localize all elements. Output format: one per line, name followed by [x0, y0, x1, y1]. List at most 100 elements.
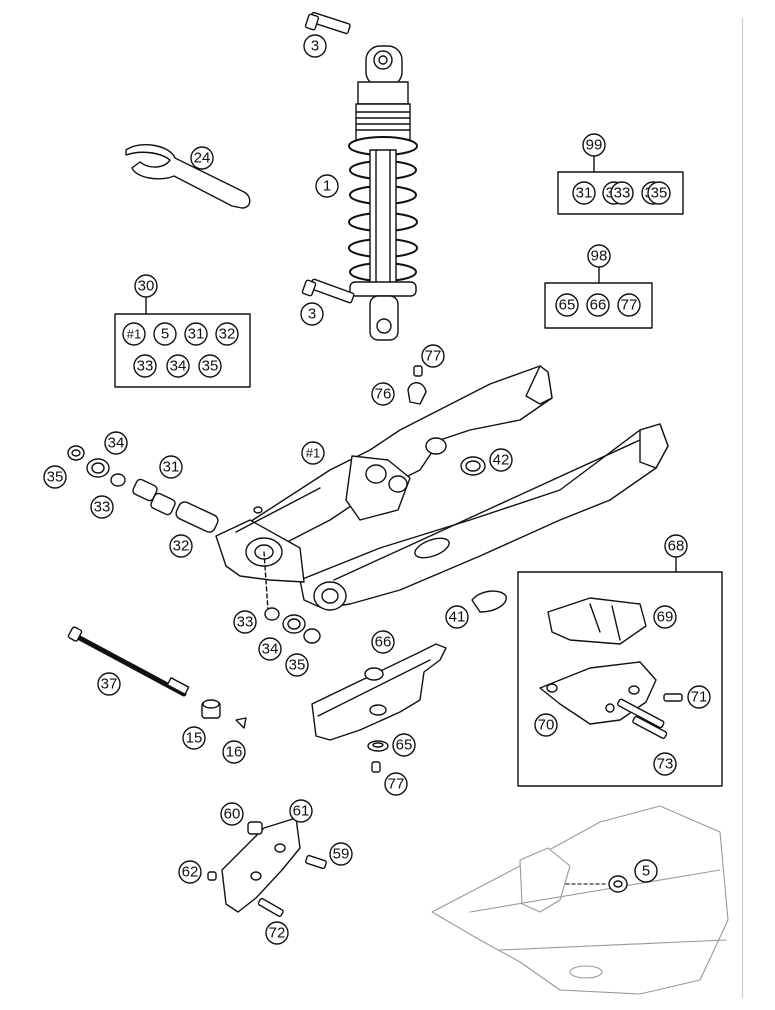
svg-text:#1: #1 — [127, 327, 141, 342]
svg-text:65: 65 — [559, 297, 576, 314]
callout-77-top: 77 — [421, 344, 445, 368]
callout-24: 24 — [190, 146, 214, 170]
svg-text:15: 15 — [186, 730, 203, 747]
svg-text:5: 5 — [642, 863, 650, 880]
pivot-washers-left — [67, 445, 126, 487]
svg-text:34: 34 — [108, 435, 125, 452]
callout-98: 98 — [587, 244, 611, 268]
page-edge-line — [742, 18, 743, 998]
callout-1: 1 — [315, 174, 339, 198]
svg-text:35: 35 — [47, 469, 64, 486]
chain-slider — [311, 643, 447, 741]
callout-37: 37 — [97, 672, 121, 696]
callout-33-lower: 33 — [233, 610, 257, 634]
swingarm — [215, 365, 669, 611]
callout-65: 65 — [392, 733, 416, 757]
callout-31: 31 — [159, 455, 183, 479]
callout-15: 15 — [182, 726, 206, 750]
callout-62: 62 — [178, 860, 202, 884]
pivot-sleeve — [175, 501, 219, 533]
bolt-59 — [305, 854, 327, 870]
clamp-76 — [407, 382, 427, 405]
callout-42: 42 — [489, 448, 513, 472]
callout-3-top: 3 — [303, 34, 327, 58]
svg-text:3: 3 — [311, 38, 319, 55]
callout-68: 68 — [664, 534, 688, 558]
kit-99-item-35-label: 35 — [651, 185, 668, 202]
svg-text:73: 73 — [657, 756, 674, 773]
chain-guard-plate — [221, 817, 301, 913]
hook-spanner — [125, 144, 251, 209]
svg-text:41: 41 — [449, 609, 466, 626]
svg-text:66: 66 — [590, 297, 607, 314]
callout-35-left: 35 — [43, 465, 67, 489]
svg-text:98: 98 — [591, 248, 608, 265]
bolt-71 — [663, 693, 683, 702]
pivot-washers-lower — [264, 607, 321, 644]
svg-text:59: 59 — [333, 846, 350, 863]
callout-41: 41 — [445, 605, 469, 629]
bolt-73 — [617, 698, 668, 739]
callout-5: 5 — [634, 859, 658, 883]
svg-text:62: 62 — [182, 864, 199, 881]
kit-30-box — [114, 313, 251, 388]
chain-guide-block — [547, 597, 647, 645]
svg-text:31: 31 — [576, 185, 593, 202]
svg-text:30: 30 — [138, 278, 155, 295]
svg-text:65: 65 — [396, 737, 413, 754]
callout-73: 73 — [653, 752, 677, 776]
shock-absorber — [348, 45, 418, 341]
callout-72: 72 — [265, 921, 289, 945]
svg-text:69: 69 — [657, 609, 674, 626]
kit-99-item-35-bubble — [647, 181, 671, 205]
svg-text:32: 32 — [173, 538, 190, 555]
svg-text:77: 77 — [425, 348, 442, 365]
bolt-72 — [257, 897, 284, 917]
callout-71: 71 — [687, 685, 711, 709]
svg-text:99: 99 — [586, 137, 603, 154]
svg-text:77: 77 — [621, 297, 638, 314]
svg-text:31: 31 — [163, 459, 180, 476]
callout-16: 16 — [222, 740, 246, 764]
svg-text:66: 66 — [375, 634, 392, 651]
callout-77-bottom: 77 — [384, 772, 408, 796]
svg-text:76: 76 — [375, 386, 392, 403]
svg-text:33: 33 — [94, 499, 111, 516]
pivot-centerline — [263, 551, 269, 611]
svg-text:72: 72 — [269, 925, 286, 942]
svg-text:60: 60 — [224, 806, 241, 823]
svg-text:42: 42 — [493, 452, 510, 469]
kit-99-item-3: 33 — [610, 181, 634, 205]
cap-16 — [235, 717, 247, 729]
svg-text:33: 33 — [137, 358, 154, 375]
chain-slider-guard — [471, 590, 507, 613]
callout-60: 60 — [220, 802, 244, 826]
screw-77-bottom — [371, 761, 381, 773]
callout-99: 99 — [582, 133, 606, 157]
svg-text:5: 5 — [161, 326, 169, 343]
callout-76: 76 — [371, 382, 395, 406]
callout-30: 30 — [134, 274, 158, 298]
bushing-42 — [460, 456, 486, 476]
kit-30-items: #1 5 31 32 33 34 35 — [122, 322, 239, 378]
svg-text:71: 71 — [691, 689, 708, 706]
callout-59: 59 — [329, 842, 353, 866]
callout-33-left: 33 — [90, 495, 114, 519]
svg-text:35: 35 — [202, 358, 219, 375]
callout-69: 69 — [653, 605, 677, 629]
svg-text:34: 34 — [262, 641, 279, 658]
callout-34-top: 34 — [104, 431, 128, 455]
svg-text:3: 3 — [308, 306, 316, 323]
svg-text:77: 77 — [388, 776, 405, 793]
kit-98-items: 65 66 77 — [555, 293, 641, 317]
callout-hash1: #1 — [301, 441, 325, 465]
svg-text:33: 33 — [237, 614, 254, 631]
shock-top-bolt — [304, 11, 351, 35]
callout-61: 61 — [289, 799, 313, 823]
svg-text:16: 16 — [226, 744, 243, 761]
shock-bottom-bolt — [301, 278, 355, 304]
svg-text:1: 1 — [323, 178, 331, 195]
svg-text:31: 31 — [188, 326, 205, 343]
